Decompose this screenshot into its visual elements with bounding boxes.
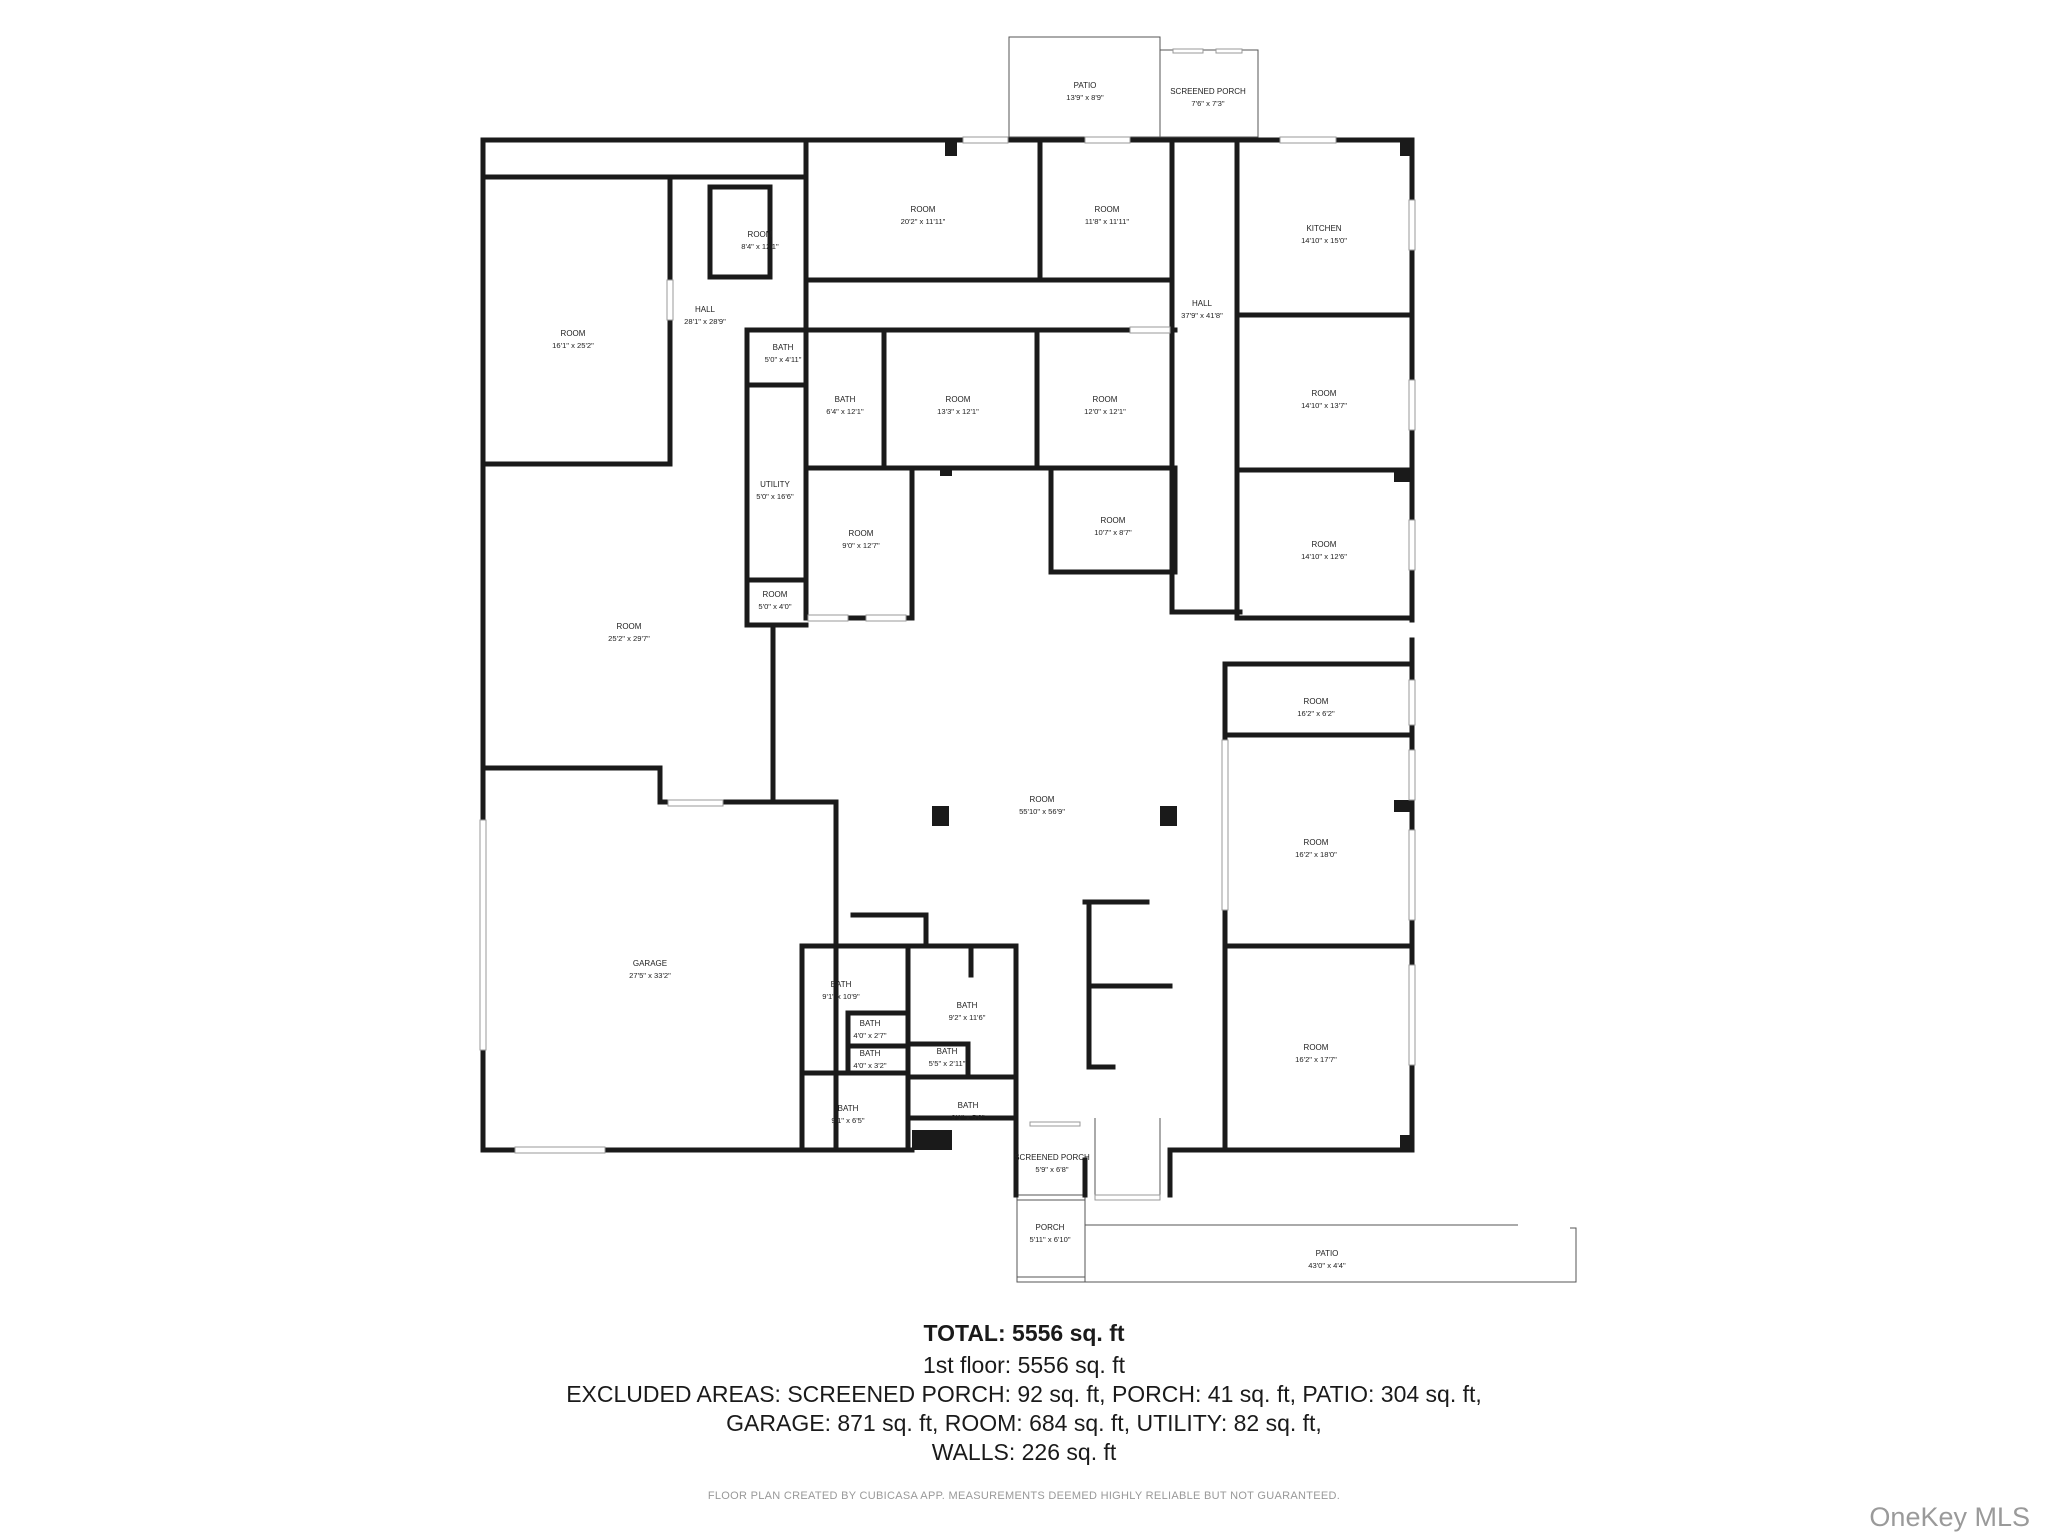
room-name: ROOM — [849, 529, 874, 538]
room-dims: 14'10" x 12'6" — [1301, 552, 1347, 561]
walls — [480, 137, 1415, 1198]
room-name: BATH — [957, 1001, 978, 1010]
room-dims: 16'2" x 18'0" — [1295, 850, 1337, 859]
room-dims: 9'1" x 5'8" — [951, 1113, 985, 1122]
room-name: PORCH — [1036, 1223, 1065, 1232]
room-dims: 27'5" x 33'2" — [629, 971, 671, 980]
room-dims: 55'10" x 56'9" — [1019, 807, 1065, 816]
room-dims: 7'6" x 7'3" — [1191, 99, 1225, 108]
room-dims: 5'11" x 6'10" — [1029, 1235, 1070, 1244]
floor-area: 1st floor: 5556 sq. ft — [922, 1352, 1125, 1378]
room-dims: 25'2" x 29'7" — [608, 634, 650, 643]
room-name: ROOM — [1093, 395, 1118, 404]
excluded-areas-line-2: GARAGE: 871 sq. ft, ROOM: 684 sq. ft, UT… — [726, 1410, 1322, 1436]
total-area: TOTAL: 5556 sq. ft — [923, 1320, 1125, 1346]
excluded-areas-line-1: EXCLUDED AREAS: SCREENED PORCH: 92 sq. f… — [566, 1381, 1482, 1407]
room-name: ROOM — [1101, 516, 1126, 525]
room-dims: 28'1" x 28'9" — [684, 317, 726, 326]
room-name: BATH — [937, 1047, 958, 1056]
room-dims: 9'0" x 12'7" — [842, 541, 880, 550]
room-name: BATH — [860, 1019, 881, 1028]
room-name: PATIO — [1316, 1249, 1339, 1258]
room-dims: 4'0" x 3'2" — [853, 1061, 887, 1070]
room-dims: 5'5" x 2'11" — [929, 1059, 966, 1068]
room-name: SCREENED PORCH — [1014, 1153, 1090, 1162]
room-dims: 16'2" x 6'2" — [1297, 709, 1335, 718]
room-dims: 14'10" x 15'0" — [1301, 236, 1347, 245]
room-dims: 14'10" x 13'7" — [1301, 401, 1347, 410]
room-dims: 6'4" x 12'1" — [826, 407, 864, 416]
room-name: HALL — [695, 305, 716, 314]
room-dims: 16'1" x 25'2" — [552, 341, 594, 350]
room-name: ROOM — [946, 395, 971, 404]
room-labels: PATIO 13'9" x 8'9" SCREENED PORCH 7'6" x… — [552, 81, 1347, 1270]
room-name: BATH — [835, 395, 856, 404]
windows — [479, 48, 1416, 1201]
room-name: BATH — [860, 1049, 881, 1058]
room-name: ROOM — [1095, 205, 1120, 214]
room-name: SCREENED PORCH — [1170, 87, 1246, 96]
room-dims: 37'9" x 41'8" — [1181, 311, 1223, 320]
room-dims: 12'0" x 12'1" — [1084, 407, 1126, 416]
columns — [912, 140, 1412, 1150]
room-name: ROOM — [1312, 540, 1337, 549]
brand-watermark: OneKey MLS — [1869, 1502, 2030, 1532]
room-dims: 13'9" x 8'9" — [1066, 93, 1104, 102]
room-dims: 11'8" x 11'11" — [1085, 217, 1129, 226]
room-name: ROOM — [1030, 795, 1055, 804]
room-name: ROOM — [748, 230, 773, 239]
room-name: UTILITY — [760, 480, 790, 489]
room-dims: 9'1" x 10'9" — [822, 992, 860, 1001]
room-name: BATH — [773, 343, 794, 352]
room-name: ROOM — [561, 329, 586, 338]
room-name: ROOM — [1304, 697, 1329, 706]
room-name: ROOM — [1304, 838, 1329, 847]
room-name: GARAGE — [633, 959, 667, 968]
room-dims: 10'7" x 8'7" — [1094, 528, 1132, 537]
room-name: ROOM — [911, 205, 936, 214]
room-name: BATH — [838, 1104, 859, 1113]
room-dims: 5'9" x 6'8" — [1035, 1165, 1069, 1174]
room-name: BATH — [958, 1101, 979, 1110]
room-dims: 5'0" x 4'11" — [765, 355, 802, 364]
room-name: ROOM — [1312, 389, 1337, 398]
room-dims: 5'0" x 16'6" — [756, 492, 794, 501]
disclaimer: FLOOR PLAN CREATED BY CUBICASA APP. MEAS… — [707, 1490, 1341, 1502]
room-dims: 5'0" x 4'0" — [758, 602, 792, 611]
room-name: HALL — [1192, 299, 1213, 308]
walls-area: WALLS: 226 sq. ft — [931, 1439, 1117, 1465]
room-dims: 13'3" x 12'1" — [937, 407, 979, 416]
room-name: ROOM — [1304, 1043, 1329, 1052]
room-name: ROOM — [617, 622, 642, 631]
room-name: ROOM — [763, 590, 788, 599]
room-dims: 16'2" x 17'7" — [1295, 1055, 1337, 1064]
room-dims: 43'0" x 4'4" — [1308, 1261, 1346, 1270]
room-dims: 8'4" x 12'1" — [741, 242, 779, 251]
room-name: BATH — [831, 980, 852, 989]
room-name: PATIO — [1074, 81, 1097, 90]
room-dims: 20'2" x 11'11" — [901, 217, 946, 226]
room-dims: 9'1" x 6'5" — [831, 1116, 865, 1125]
room-name: KITCHEN — [1306, 224, 1341, 233]
room-dims: 4'0" x 2'7" — [853, 1031, 887, 1040]
room-dims: 9'2" x 11'6" — [949, 1013, 986, 1022]
